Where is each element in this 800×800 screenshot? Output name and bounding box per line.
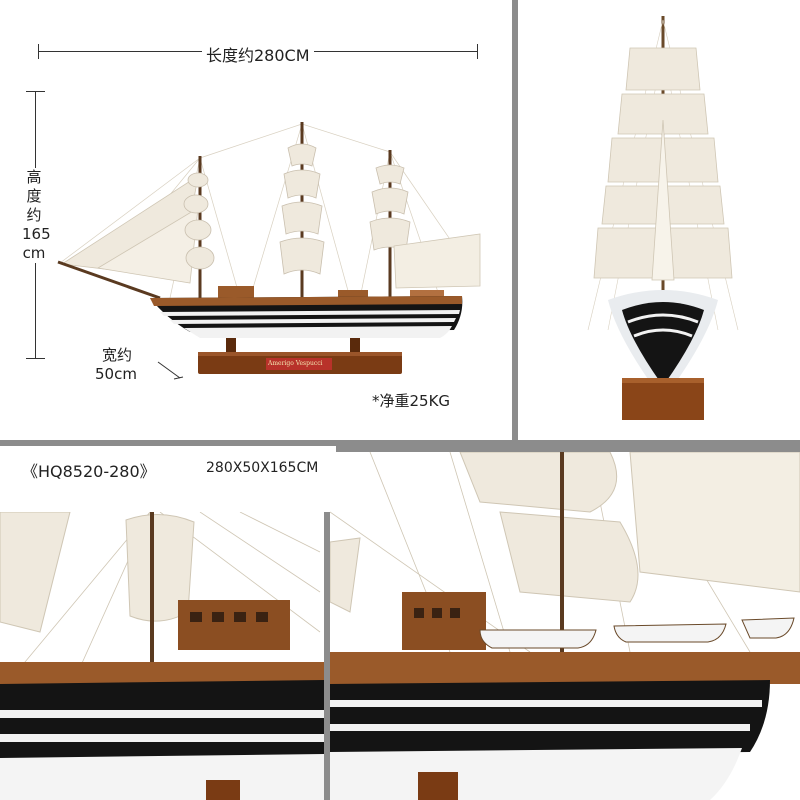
- width-indicator-line: [157, 361, 184, 380]
- net-weight: *净重25KG: [372, 392, 451, 410]
- bow-closeup-panel: [0, 512, 324, 800]
- base-plaque-text: Amerigo Vespucci: [268, 360, 323, 367]
- height-char: 165: [22, 225, 51, 243]
- model-size: 280X50X165CM: [206, 460, 319, 476]
- height-char: 高: [26, 168, 42, 186]
- height-tick-bottom: [26, 358, 45, 359]
- height-label: 高 度 约 165 cm: [22, 168, 51, 263]
- deck-closeup-illustration: [330, 452, 800, 800]
- ship-front-illustration: [587, 16, 739, 420]
- front-view-panel: [518, 0, 800, 440]
- height-char: 度: [26, 187, 42, 205]
- deck-closeup-panel: [330, 452, 800, 800]
- ship-side-illustration: [57, 122, 481, 374]
- height-tick-top: [26, 91, 45, 92]
- bow-closeup-illustration: [0, 512, 324, 800]
- model-code: 《HQ8520-280》: [22, 462, 156, 481]
- width-label-line2: 50cm: [95, 365, 137, 383]
- length-tick-left: [38, 44, 39, 59]
- height-char: cm: [22, 244, 46, 262]
- length-label: 长度约280CM: [202, 42, 314, 66]
- length-tick-right: [477, 44, 478, 59]
- width-label-line1: 宽约: [102, 346, 133, 364]
- side-view-panel: 长度约280CM 高 度 约 165 cm 宽约 50cm *净重25KG: [0, 0, 512, 440]
- height-char: 约: [26, 206, 42, 224]
- model-info-band: 《HQ8520-280》 280X50X165CM: [0, 446, 800, 512]
- info-band-background: [0, 446, 336, 512]
